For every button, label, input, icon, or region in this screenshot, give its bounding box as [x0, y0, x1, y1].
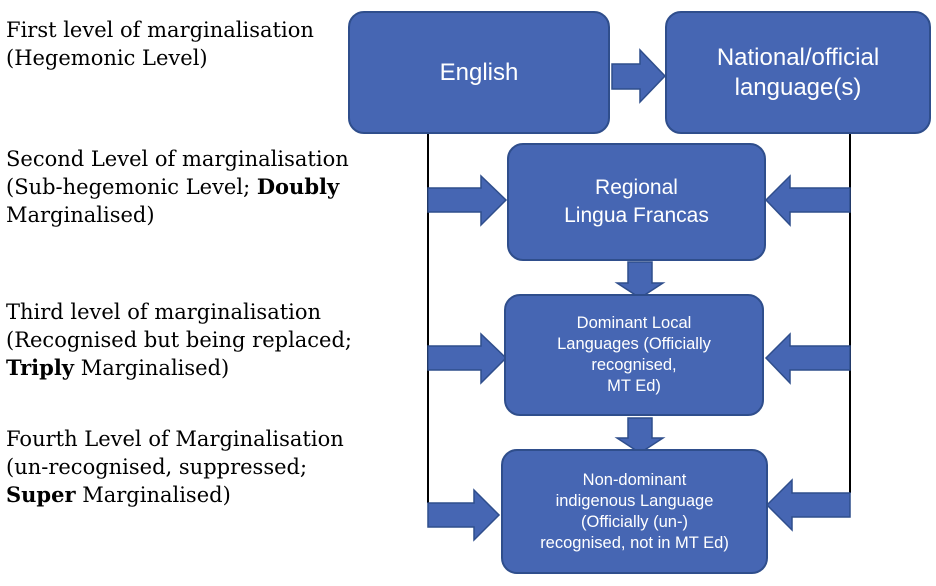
- arrow-right-to-nondominant: [765, 478, 851, 532]
- english-label: English: [439, 58, 519, 86]
- national-language-label: National/official language(s): [716, 43, 880, 101]
- arrow-left-to-nondominant: [427, 488, 501, 542]
- non-dominant-indigenous-language-label: Non-dominant indigenous Language (Offici…: [540, 470, 729, 552]
- level-2-subtitle-text: (Sub-hegemonic Level;: [6, 175, 257, 199]
- arrow-regional-to-dominant: [614, 261, 666, 299]
- arrow-left-to-dominant: [427, 332, 508, 385]
- level-4-note: Super Marginalised): [6, 481, 344, 509]
- dominant-local-languages-box: Dominant Local Languages (Officially rec…: [504, 294, 764, 416]
- level-3-note: Triply Marginalised): [6, 354, 352, 382]
- level-4-emphasis: Super: [6, 482, 76, 507]
- regional-lingua-francas-label: Regional Lingua Francas: [564, 176, 709, 227]
- level-3-emphasis: Triply: [6, 355, 75, 380]
- dominant-local-languages-label: Dominant Local Languages (Officially rec…: [557, 314, 711, 395]
- non-dominant-indigenous-language-box: Non-dominant indigenous Language (Offici…: [501, 449, 768, 574]
- english-box: English: [348, 11, 610, 134]
- arrow-left-to-regional: [427, 174, 508, 227]
- level-2-title: Second Level of marginalisation: [6, 147, 349, 171]
- level-4-note-text: Marginalised): [75, 483, 231, 507]
- level-2-note: Marginalised): [6, 203, 155, 227]
- arrow-right-to-regional: [764, 174, 851, 227]
- level-4-title: Fourth Level of Marginalisation: [6, 427, 344, 451]
- level-3-note-text: Marginalised): [74, 356, 230, 380]
- level-3-text: Third level of marginalisation (Recognis…: [6, 298, 352, 382]
- level-4-subtitle: (un-recognised, suppressed;: [6, 455, 308, 479]
- arrow-english-to-national: [611, 48, 667, 104]
- level-3-subtitle: (Recognised but being replaced;: [6, 328, 353, 352]
- national-language-box: National/official language(s): [665, 11, 931, 134]
- regional-lingua-francas-box: Regional Lingua Francas: [507, 143, 766, 261]
- level-1-text: First level of marginalisation (Hegemoni…: [6, 16, 314, 72]
- level-2-emphasis: Doubly: [256, 174, 340, 199]
- level-3-title: Third level of marginalisation: [6, 300, 322, 324]
- level-4-text: Fourth Level of Marginalisation (un-reco…: [6, 425, 344, 509]
- level-2-text: Second Level of marginalisation (Sub-heg…: [6, 145, 349, 229]
- level-1-subtitle: (Hegemonic Level): [6, 46, 208, 70]
- level-2-subtitle: (Sub-hegemonic Level; Doubly: [6, 173, 349, 201]
- arrow-right-to-dominant: [764, 332, 851, 385]
- level-1-title: First level of marginalisation: [6, 18, 314, 42]
- arrow-dominant-to-nondominant: [614, 417, 666, 454]
